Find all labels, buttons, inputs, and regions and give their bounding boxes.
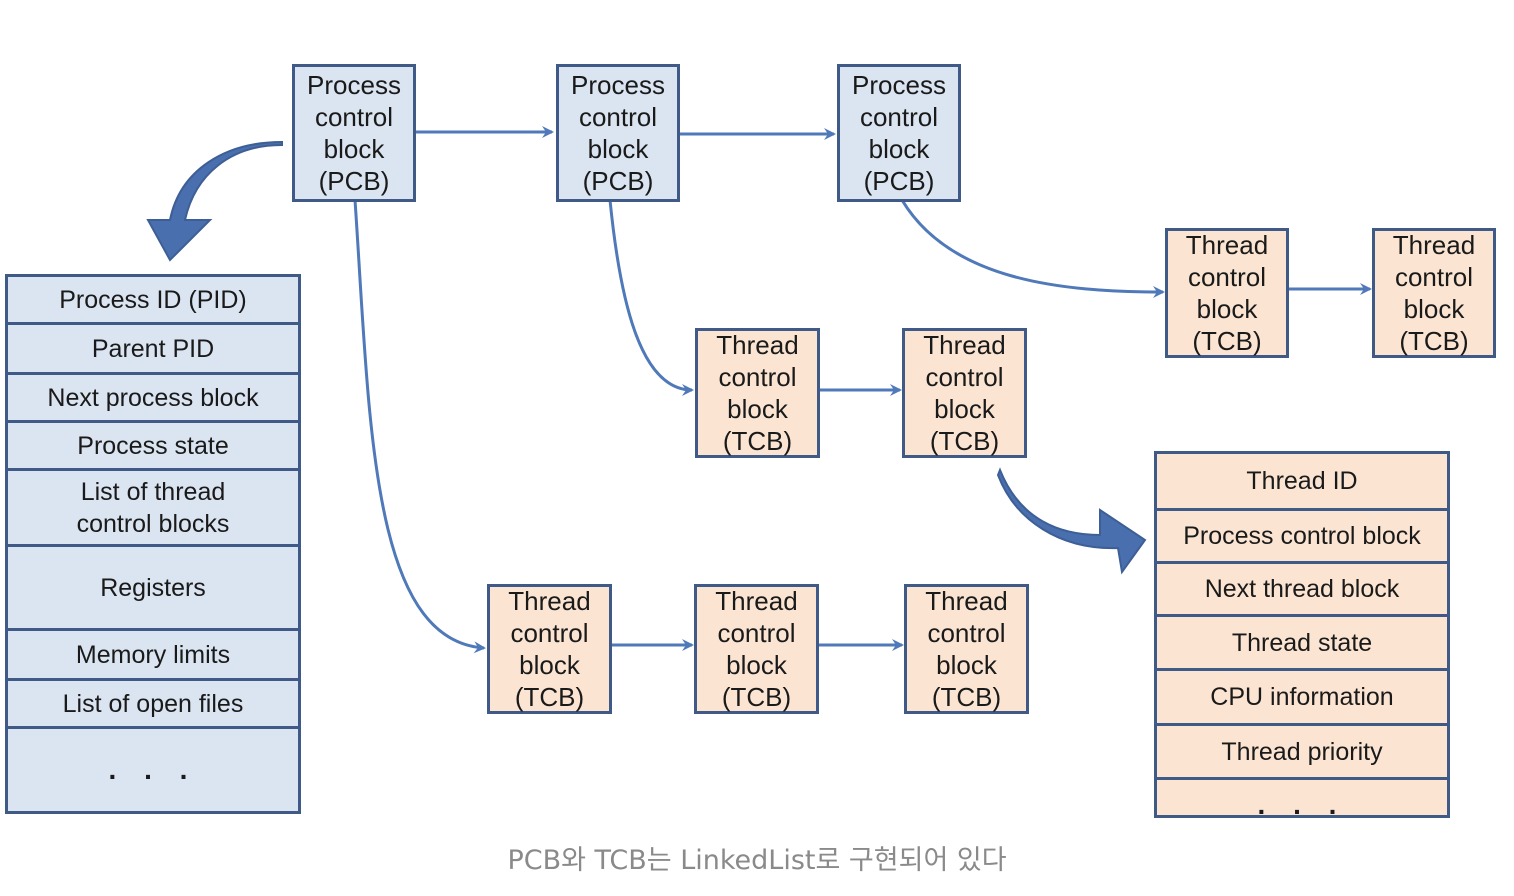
tcb-box-r3-3: Thread control block (TCB)	[904, 584, 1029, 714]
arrow-pcb3-tcb-row1	[900, 199, 1165, 298]
tcb-box-label: Thread control block (TCB)	[923, 330, 1006, 456]
pcb-field-thread-list: List of thread control blocks	[8, 471, 298, 547]
pcb-field-open-files: List of open files	[8, 681, 298, 729]
pcb-field-next-process: Next process block	[8, 375, 298, 423]
pcb-box-label: Process control block (PCB)	[852, 70, 946, 196]
tcb-box-label: Thread control block (TCB)	[508, 586, 591, 712]
tcb-box-r2-2: Thread control block (TCB)	[902, 328, 1027, 458]
arrow-pcb2-tcb-row2	[608, 199, 694, 396]
tcb-field-priority: Thread priority	[1157, 726, 1447, 780]
pcb-box-1: Process control block (PCB)	[292, 64, 416, 202]
tcb-detail-table: Thread ID Process control block Next thr…	[1154, 451, 1450, 818]
tcb-box-label: Thread control block (TCB)	[1392, 230, 1476, 356]
pcb-box-2: Process control block (PCB)	[556, 64, 680, 202]
tcb-field-ellipsis: . . .	[1257, 789, 1347, 818]
pcb-box-label: Process control block (PCB)	[307, 70, 401, 196]
pcb-box-label: Process control block (PCB)	[571, 70, 665, 196]
arrow-pcb1-tcb-row3	[353, 199, 486, 654]
tcb-field-pcb: Process control block	[1157, 511, 1447, 564]
tcb-field-next-thread: Next thread block	[1157, 564, 1447, 617]
tcb-field-thread-state: Thread state	[1157, 617, 1447, 671]
big-arrow-tcb-detail	[996, 467, 1147, 575]
pcb-field-registers: Registers	[8, 547, 298, 631]
tcb-field-thread-id: Thread ID	[1157, 454, 1447, 511]
pcb-field-process-state: Process state	[8, 423, 298, 471]
figure-caption: PCB와 TCB는 LinkedList로 구현되어 있다	[507, 845, 1007, 876]
tcb-box-r1-2: Thread control block (TCB)	[1372, 228, 1496, 358]
pcb-box-3: Process control block (PCB)	[837, 64, 961, 202]
tcb-box-label: Thread control block (TCB)	[715, 586, 798, 712]
tcb-box-label: Thread control block (TCB)	[925, 586, 1008, 712]
tcb-field-cpu-info: CPU information	[1157, 671, 1447, 726]
pcb-field-parent-pid: Parent PID	[8, 325, 298, 375]
big-arrow-pcb-detail	[146, 140, 283, 262]
pcb-field-pid: Process ID (PID)	[8, 277, 298, 325]
pcb-field-memory-limits: Memory limits	[8, 631, 298, 681]
pcb-detail-table: Process ID (PID) Parent PID Next process…	[5, 274, 301, 814]
tcb-box-r3-1: Thread control block (TCB)	[487, 584, 612, 714]
tcb-box-label: Thread control block (TCB)	[1185, 230, 1269, 356]
tcb-box-r1-1: Thread control block (TCB)	[1165, 228, 1289, 358]
tcb-box-label: Thread control block (TCB)	[716, 330, 799, 456]
tcb-box-r3-2: Thread control block (TCB)	[694, 584, 819, 714]
tcb-box-r2-1: Thread control block (TCB)	[695, 328, 820, 458]
pcb-field-ellipsis: . . .	[108, 754, 198, 785]
